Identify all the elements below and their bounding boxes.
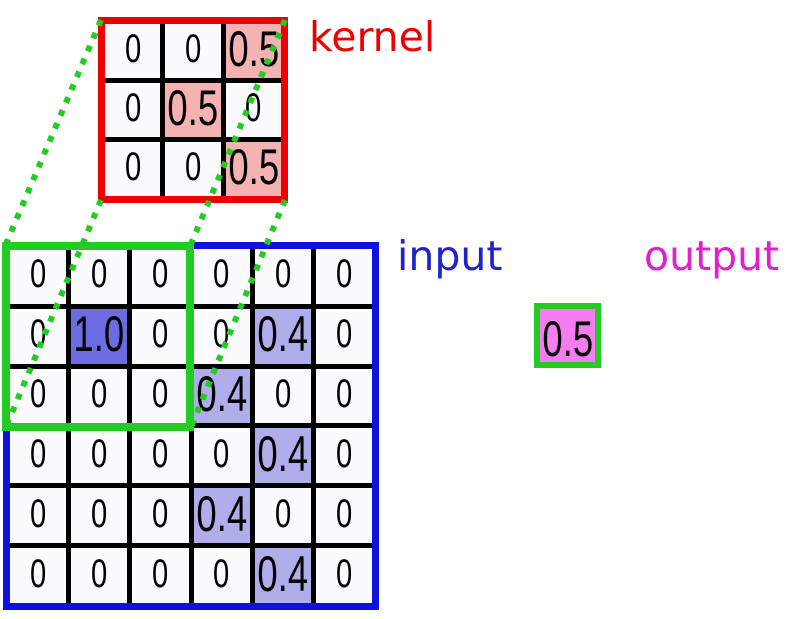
- receptive-field-highlight: [2, 242, 194, 431]
- kernel-cell: 0.5: [165, 83, 221, 137]
- input-cell: 0: [315, 548, 372, 603]
- kernel-label: kernel: [309, 13, 436, 61]
- kernel-cell: 0: [165, 24, 221, 78]
- input-cell: 0: [132, 368, 189, 424]
- input-cell: 0: [71, 488, 128, 544]
- kernel-cell: 0.5: [225, 24, 281, 78]
- kernel-cell: 0: [105, 83, 161, 137]
- kernel-cell: 0: [165, 142, 221, 196]
- input-cell: 0: [315, 308, 372, 364]
- input-cell: 0.4: [254, 308, 311, 364]
- input-cell: 0: [315, 249, 372, 304]
- input-cell: 0: [315, 488, 372, 544]
- input-cell: 0: [193, 548, 250, 603]
- input-cell: 0.4: [193, 488, 250, 544]
- input-cell: 0: [132, 428, 189, 484]
- input-cell: 0: [10, 488, 67, 544]
- input-label: input: [397, 232, 503, 280]
- input-cell: 0: [10, 548, 67, 603]
- input-cell: 0: [132, 548, 189, 603]
- input-cell: 0: [10, 428, 67, 484]
- output-cell: 0.5: [534, 303, 601, 368]
- kernel-cell: 0: [105, 24, 161, 78]
- input-cell: 0: [132, 249, 189, 304]
- input-cell: 0: [315, 368, 372, 424]
- input-cell: 0.4: [254, 428, 311, 484]
- input-cell: 0: [193, 249, 250, 304]
- input-cell: 0.4: [193, 368, 250, 424]
- kernel-cell: 0.5: [225, 142, 281, 196]
- input-cell: 0.4: [254, 548, 311, 603]
- input-cell: 0: [193, 308, 250, 364]
- input-cell: 0: [71, 428, 128, 484]
- kernel-cell: 0: [225, 83, 281, 137]
- output-cell-value: 0.5: [542, 310, 593, 367]
- input-cell: 0: [315, 428, 372, 484]
- input-cell: 0: [254, 368, 311, 424]
- input-cell: 0: [71, 548, 128, 603]
- input-cell: 0: [193, 428, 250, 484]
- input-cell: 0: [254, 249, 311, 304]
- kernel-cell: 0: [105, 142, 161, 196]
- input-cell: 0: [254, 488, 311, 544]
- input-cell: 0: [132, 488, 189, 544]
- output-label: output: [644, 232, 780, 280]
- input-cell: 0: [132, 308, 189, 364]
- dotted-line-top-left: [3, 18, 104, 246]
